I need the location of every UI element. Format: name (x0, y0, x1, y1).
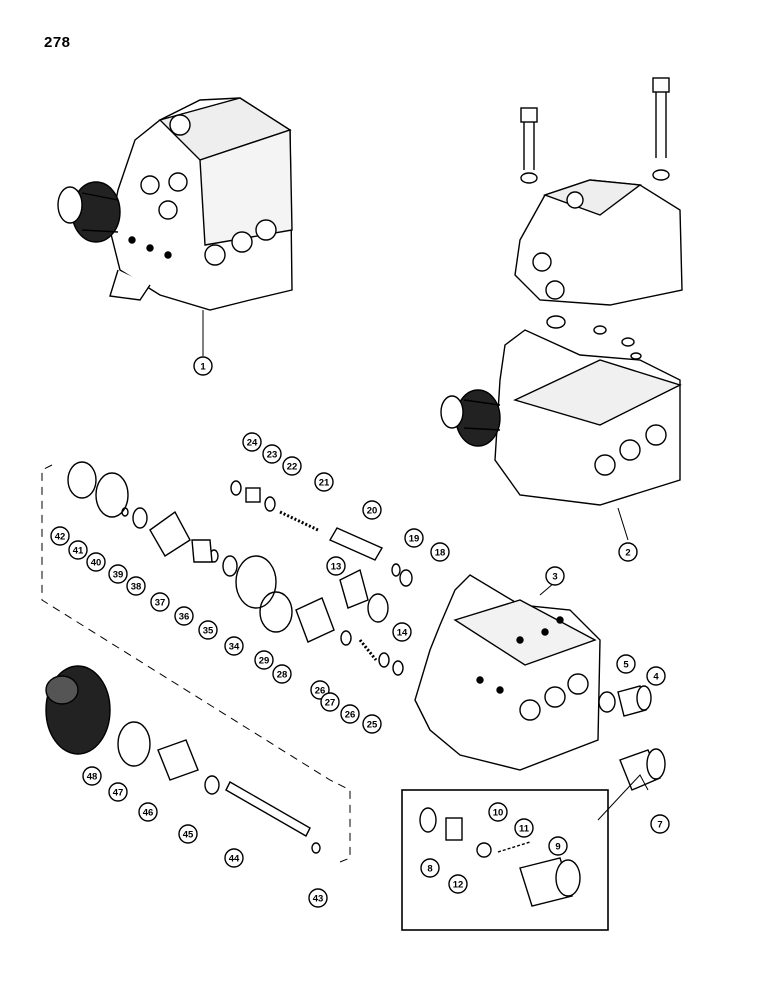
svg-text:2: 2 (625, 548, 630, 559)
callout-11: 11 (514, 818, 534, 838)
callout-1: 1 (193, 356, 213, 376)
svg-text:35: 35 (203, 626, 214, 637)
callout-35: 35 (198, 620, 218, 640)
callout-48: 48 (82, 766, 102, 786)
callout-36: 36 (174, 606, 194, 626)
svg-text:43: 43 (313, 894, 324, 905)
callout-10: 10 (488, 802, 508, 822)
svg-text:7: 7 (657, 820, 662, 831)
svg-text:27: 27 (325, 698, 336, 709)
callout-37: 37 (150, 592, 170, 612)
callout-19: 19 (404, 528, 424, 548)
svg-text:40: 40 (91, 558, 102, 569)
callout-3: 3 (545, 566, 565, 586)
svg-text:21: 21 (319, 478, 330, 489)
svg-text:11: 11 (519, 824, 530, 835)
svg-text:48: 48 (87, 772, 98, 783)
svg-text:8: 8 (427, 864, 432, 875)
svg-text:24: 24 (247, 438, 258, 449)
callouts: 1 2 3 4 5 7 8 9 10 11 12 13 14 18 19 20 … (50, 356, 670, 908)
leader-7 (597, 774, 649, 821)
svg-text:14: 14 (397, 628, 408, 639)
callout-12: 12 (448, 874, 468, 894)
callout-45: 45 (178, 824, 198, 844)
small-parts (45, 461, 666, 907)
svg-text:5: 5 (623, 660, 629, 671)
svg-text:34: 34 (229, 642, 240, 653)
callout-29: 29 (254, 650, 274, 670)
callout-23: 23 (262, 444, 282, 464)
callout-14: 14 (392, 622, 412, 642)
svg-text:26: 26 (315, 686, 326, 697)
svg-text:46: 46 (143, 808, 154, 819)
callout-4: 4 (646, 666, 666, 686)
callout-46: 46 (138, 802, 158, 822)
svg-text:12: 12 (453, 880, 464, 891)
svg-text:22: 22 (287, 462, 298, 473)
svg-text:39: 39 (113, 570, 124, 581)
svg-text:10: 10 (493, 808, 504, 819)
svg-text:18: 18 (435, 548, 446, 559)
valve-assembly-2 (440, 77, 683, 506)
callout-40: 40 (86, 552, 106, 572)
svg-text:44: 44 (229, 854, 240, 865)
callout-22: 22 (282, 456, 302, 476)
svg-text:4: 4 (653, 672, 659, 683)
callout-44: 44 (224, 848, 244, 868)
svg-text:25: 25 (367, 720, 378, 731)
callout-7: 7 (650, 814, 670, 834)
callout-41: 41 (68, 540, 88, 560)
svg-text:28: 28 (277, 670, 288, 681)
callout-38: 38 (126, 576, 146, 596)
svg-text:13: 13 (331, 562, 342, 573)
callout-21: 21 (314, 472, 334, 492)
callout-24: 24 (242, 432, 262, 452)
svg-text:20: 20 (367, 506, 378, 517)
callout-39: 39 (108, 564, 128, 584)
svg-text:23: 23 (267, 450, 278, 461)
callout-9: 9 (548, 836, 568, 856)
svg-text:41: 41 (73, 546, 84, 557)
svg-text:29: 29 (259, 656, 270, 667)
valve-assembly-1 (57, 97, 293, 311)
leader-2 (617, 507, 629, 541)
svg-text:45: 45 (183, 830, 194, 841)
callout-2: 2 (618, 542, 638, 562)
svg-text:1: 1 (200, 362, 206, 373)
svg-text:47: 47 (113, 788, 124, 799)
valve-housing-3 (414, 574, 601, 771)
svg-text:26: 26 (345, 710, 356, 721)
callout-47: 47 (108, 782, 128, 802)
svg-text:36: 36 (179, 612, 190, 623)
svg-text:3: 3 (552, 572, 557, 583)
inset-box (401, 789, 609, 931)
callout-42: 42 (50, 526, 70, 546)
group-boundary (41, 464, 351, 863)
svg-text:38: 38 (131, 582, 142, 593)
page-number: 278 (44, 34, 71, 51)
svg-text:42: 42 (55, 532, 66, 543)
callout-8: 8 (420, 858, 440, 878)
callout-43: 43 (308, 888, 328, 908)
callout-5: 5 (616, 654, 636, 674)
callout-18: 18 (430, 542, 450, 562)
svg-text:37: 37 (155, 598, 166, 609)
callout-34: 34 (224, 636, 244, 656)
callout-27: 27 (320, 692, 340, 712)
callout-25: 25 (362, 714, 382, 734)
svg-text:9: 9 (555, 842, 560, 853)
callout-13: 13 (326, 556, 346, 576)
callout-20: 20 (362, 500, 382, 520)
callout-28: 28 (272, 664, 292, 684)
svg-text:19: 19 (409, 534, 420, 545)
callout-26b: 26 (340, 704, 360, 724)
